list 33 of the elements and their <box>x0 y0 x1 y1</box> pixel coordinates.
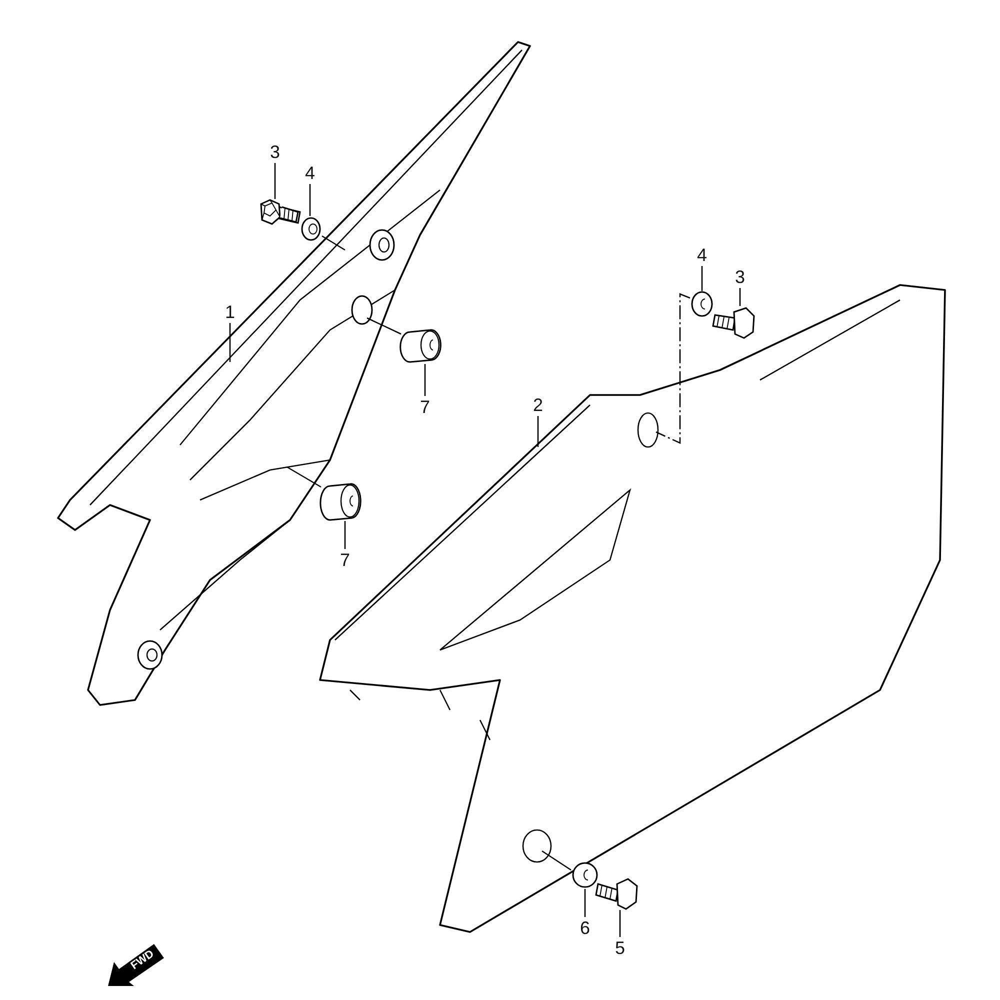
washer-drawing <box>300 216 322 242</box>
callout-number: 4 <box>695 244 709 266</box>
callout-number: 3 <box>733 266 747 288</box>
leader-line <box>739 288 741 306</box>
callout-number: 6 <box>578 917 592 939</box>
callout-number: 4 <box>303 162 317 184</box>
leader-line <box>619 910 621 937</box>
bolt-drawing <box>712 306 755 340</box>
leader-line <box>309 184 311 216</box>
leader-line <box>322 235 346 251</box>
washer-drawing <box>571 862 599 889</box>
callout-number: 7 <box>338 549 352 571</box>
leader-line <box>656 293 690 444</box>
leader-line <box>274 163 276 199</box>
callout-number: 2 <box>531 394 545 416</box>
leader-line <box>542 850 572 871</box>
callout-number: 3 <box>268 141 282 163</box>
spacer-drawing <box>321 481 362 521</box>
leader-line <box>584 889 586 917</box>
leader-line <box>229 323 231 362</box>
spacer-drawing <box>401 328 441 364</box>
callout-number: 5 <box>613 937 627 959</box>
bolt-drawing <box>596 876 639 910</box>
leader-line <box>701 266 703 291</box>
leader-line <box>286 466 322 488</box>
bolt-drawing <box>259 199 301 226</box>
leader-line <box>344 521 346 549</box>
leader-line <box>366 317 402 335</box>
callout-number: 1 <box>223 301 237 323</box>
leader-line <box>424 364 426 396</box>
leader-line <box>537 416 539 447</box>
callout-number: 7 <box>418 396 432 418</box>
washer-drawing <box>690 291 714 318</box>
